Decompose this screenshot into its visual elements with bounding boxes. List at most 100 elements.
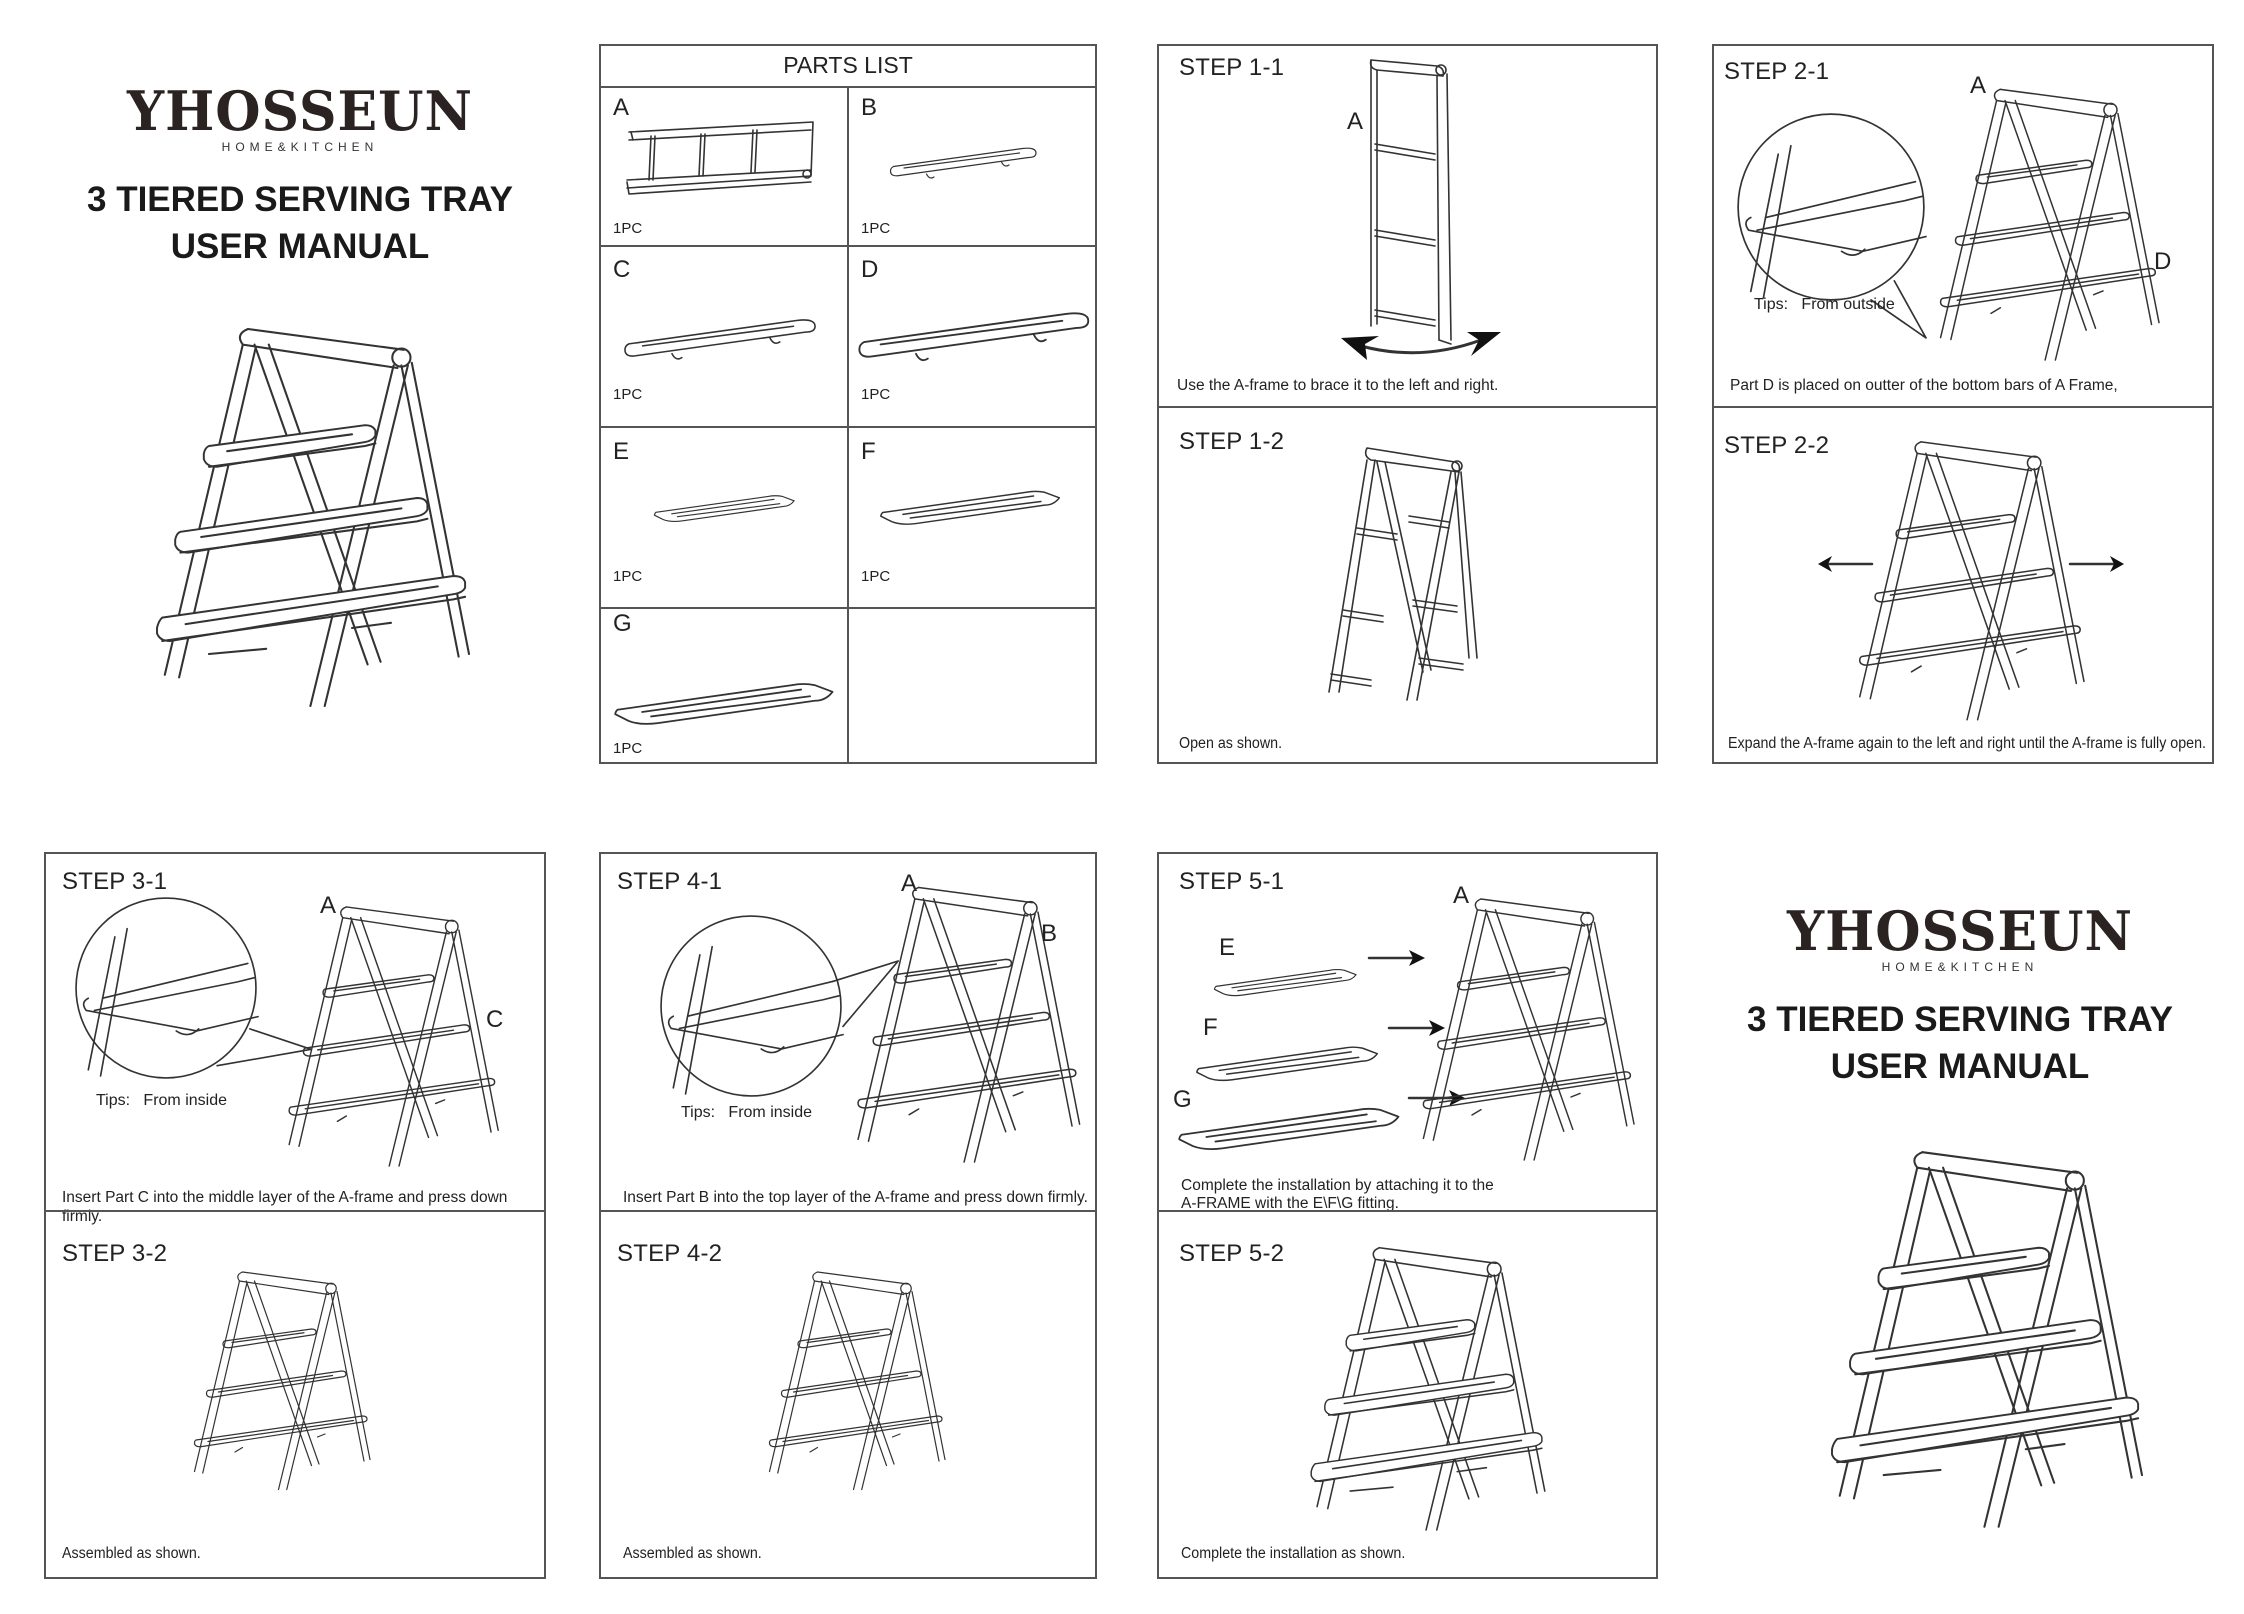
medium-rack-icon — [624, 319, 816, 360]
part-f-callout: F — [1203, 1014, 1218, 1041]
step-3-2-title: STEP 3-2 — [62, 1240, 168, 1267]
swing-arrow-icon — [1341, 332, 1501, 360]
step-2-1-caption: Part D is placed on outter of the bottom… — [1730, 377, 2118, 394]
step-3-1-title: STEP 3-1 — [62, 868, 168, 895]
parts-list-panel: PARTS LIST A 1PC B 1PC C 1PC D 1PC E 1PC… — [599, 44, 1097, 764]
tips-note: Tips: From inside — [96, 1092, 227, 1109]
step-5-2-title: STEP 5-2 — [1179, 1240, 1285, 1267]
magnifier-detail — [1737, 113, 1927, 339]
brand-tagline: HOME&KITCHEN — [221, 140, 379, 154]
part-g-qty: 1PC — [613, 740, 643, 757]
part-c-callout: C — [486, 1006, 504, 1033]
step-5-1-title: STEP 5-1 — [1179, 868, 1285, 895]
part-b-callout: B — [1041, 920, 1058, 947]
large-tray-icon — [614, 683, 834, 725]
aframe-with-d-illustration — [1939, 88, 2160, 361]
step-1-1-title: STEP 1-1 — [1179, 54, 1285, 81]
part-a-label: A — [613, 94, 630, 121]
brand-tagline: HOME&KITCHEN — [1881, 960, 2039, 974]
step-1-1-caption: Use the A-frame to brace it to the left … — [1177, 377, 1499, 394]
part-a-callout: A — [901, 870, 918, 897]
step-2-2-title: STEP 2-2 — [1724, 432, 1830, 459]
left-arrow-icon — [1818, 556, 1874, 572]
step-1-panel: STEP 1-1 A Use the A-frame to brace it t… — [1157, 44, 1658, 764]
manual-title-line1: 3 TIERED SERVING TRAY — [87, 180, 513, 219]
divider — [1159, 406, 1656, 408]
part-a-callout: A — [1453, 882, 1470, 909]
divider — [601, 245, 1095, 247]
step-3-1-caption: Insert Part C into the middle layer of t… — [62, 1189, 508, 1225]
closed-ladder-illustration — [1369, 59, 1452, 345]
part-a-callout: A — [1347, 108, 1364, 135]
manual-title-line1: 3 TIERED SERVING TRAY — [1747, 1000, 2173, 1039]
right-arrow-icon — [2068, 556, 2124, 572]
arrow-e-icon — [1367, 950, 1425, 966]
tips-note: Tips: From outside — [1754, 296, 1895, 313]
part-a-qty: 1PC — [613, 220, 643, 237]
step-4-panel: STEP 4-1 A Tips: From inside B Insert Pa… — [599, 852, 1097, 1579]
step-4-2-caption: Assembled as shown. — [623, 1545, 762, 1562]
a-frame-ladder-icon — [626, 121, 814, 195]
parts-list-title: PARTS LIST — [783, 52, 913, 78]
medium-tray-icon — [880, 490, 1061, 525]
assembled-tray-illustration — [155, 327, 471, 708]
part-c-label: C — [613, 256, 631, 283]
step-1-2-caption: Open as shown. — [1179, 735, 1283, 752]
part-b-label: B — [861, 94, 878, 121]
step-5-2-caption: Complete the installation as shown. — [1181, 1545, 1406, 1562]
part-a-callout: A — [320, 892, 337, 919]
tray-e-icon — [1213, 969, 1357, 997]
part-e-callout: E — [1219, 934, 1236, 961]
part-g-label: G — [613, 610, 632, 637]
divider — [601, 1210, 1095, 1212]
part-b-qty: 1PC — [861, 220, 891, 237]
step-5-1-caption-line2: A-FRAME with the E\F\G fitting. — [1181, 1195, 1399, 1212]
large-rack-icon — [858, 312, 1090, 362]
cover-right: YHOSSEUN HOME&KITCHEN 3 TIERED SERVING T… — [1740, 899, 2180, 1090]
step-2-panel: STEP 2-1 A Tips: From outside D Part D i… — [1712, 44, 2214, 764]
divider — [601, 426, 1095, 428]
step-4-1-caption: Insert Part B into the top layer of the … — [623, 1189, 1088, 1206]
small-rack-icon — [889, 147, 1037, 179]
assembled-step3-illustration — [193, 1271, 371, 1491]
assembled-step4-illustration — [768, 1271, 946, 1491]
step-2-1-title: STEP 2-1 — [1724, 58, 1830, 85]
tray-g-icon — [1178, 1107, 1400, 1150]
part-f-label: F — [861, 438, 876, 465]
manual-title-line2: USER MANUAL — [170, 227, 430, 266]
aframe-with-racks-illustration — [1422, 898, 1635, 1161]
manual-title-line2: USER MANUAL — [1830, 1047, 2090, 1086]
magnifier-detail — [660, 915, 900, 1097]
divider — [1159, 1210, 1656, 1212]
step-3-2-caption: Assembled as shown. — [62, 1545, 201, 1562]
tray-f-icon — [1196, 1046, 1379, 1082]
part-d-label: D — [861, 256, 879, 283]
step-5-panel: STEP 5-1 A E F G Complete the installati… — [1157, 852, 1658, 1579]
step-4-1-title: STEP 4-1 — [617, 868, 723, 895]
part-f-qty: 1PC — [861, 568, 891, 585]
assembled-tray-illustration — [1830, 1151, 2144, 1528]
brand-logo: YHOSSEUN — [1786, 899, 2134, 964]
complete-assembly-illustration — [1310, 1246, 1546, 1531]
part-d-callout: D — [2154, 248, 2172, 275]
part-c-qty: 1PC — [613, 386, 643, 403]
step-1-2-title: STEP 1-2 — [1179, 428, 1285, 455]
aframe-with-c-illustration — [288, 906, 499, 1167]
step-2-2-caption: Expand the A-frame again to the left and… — [1728, 735, 2206, 752]
part-d-qty: 1PC — [861, 386, 891, 403]
part-e-label: E — [613, 438, 630, 465]
step-3-panel: STEP 3-1 A Tips: From inside C Insert Pa… — [44, 852, 546, 1579]
cover-left: YHOSSEUN HOME&KITCHEN 3 TIERED SERVING T… — [80, 82, 520, 270]
part-e-qty: 1PC — [613, 568, 643, 585]
part-a-callout: A — [1970, 72, 1987, 99]
arrow-f-icon — [1387, 1020, 1445, 1036]
step-4-2-title: STEP 4-2 — [617, 1240, 723, 1267]
expanded-aframe-illustration — [1858, 441, 2085, 721]
magnifier-detail — [75, 897, 312, 1079]
divider — [847, 86, 849, 764]
step-5-1-caption-line1: Complete the installation by attaching i… — [1181, 1177, 1494, 1194]
divider — [601, 607, 1095, 609]
small-tray-icon — [653, 495, 795, 523]
tips-note: Tips: From inside — [681, 1104, 812, 1121]
part-g-callout: G — [1173, 1086, 1192, 1113]
